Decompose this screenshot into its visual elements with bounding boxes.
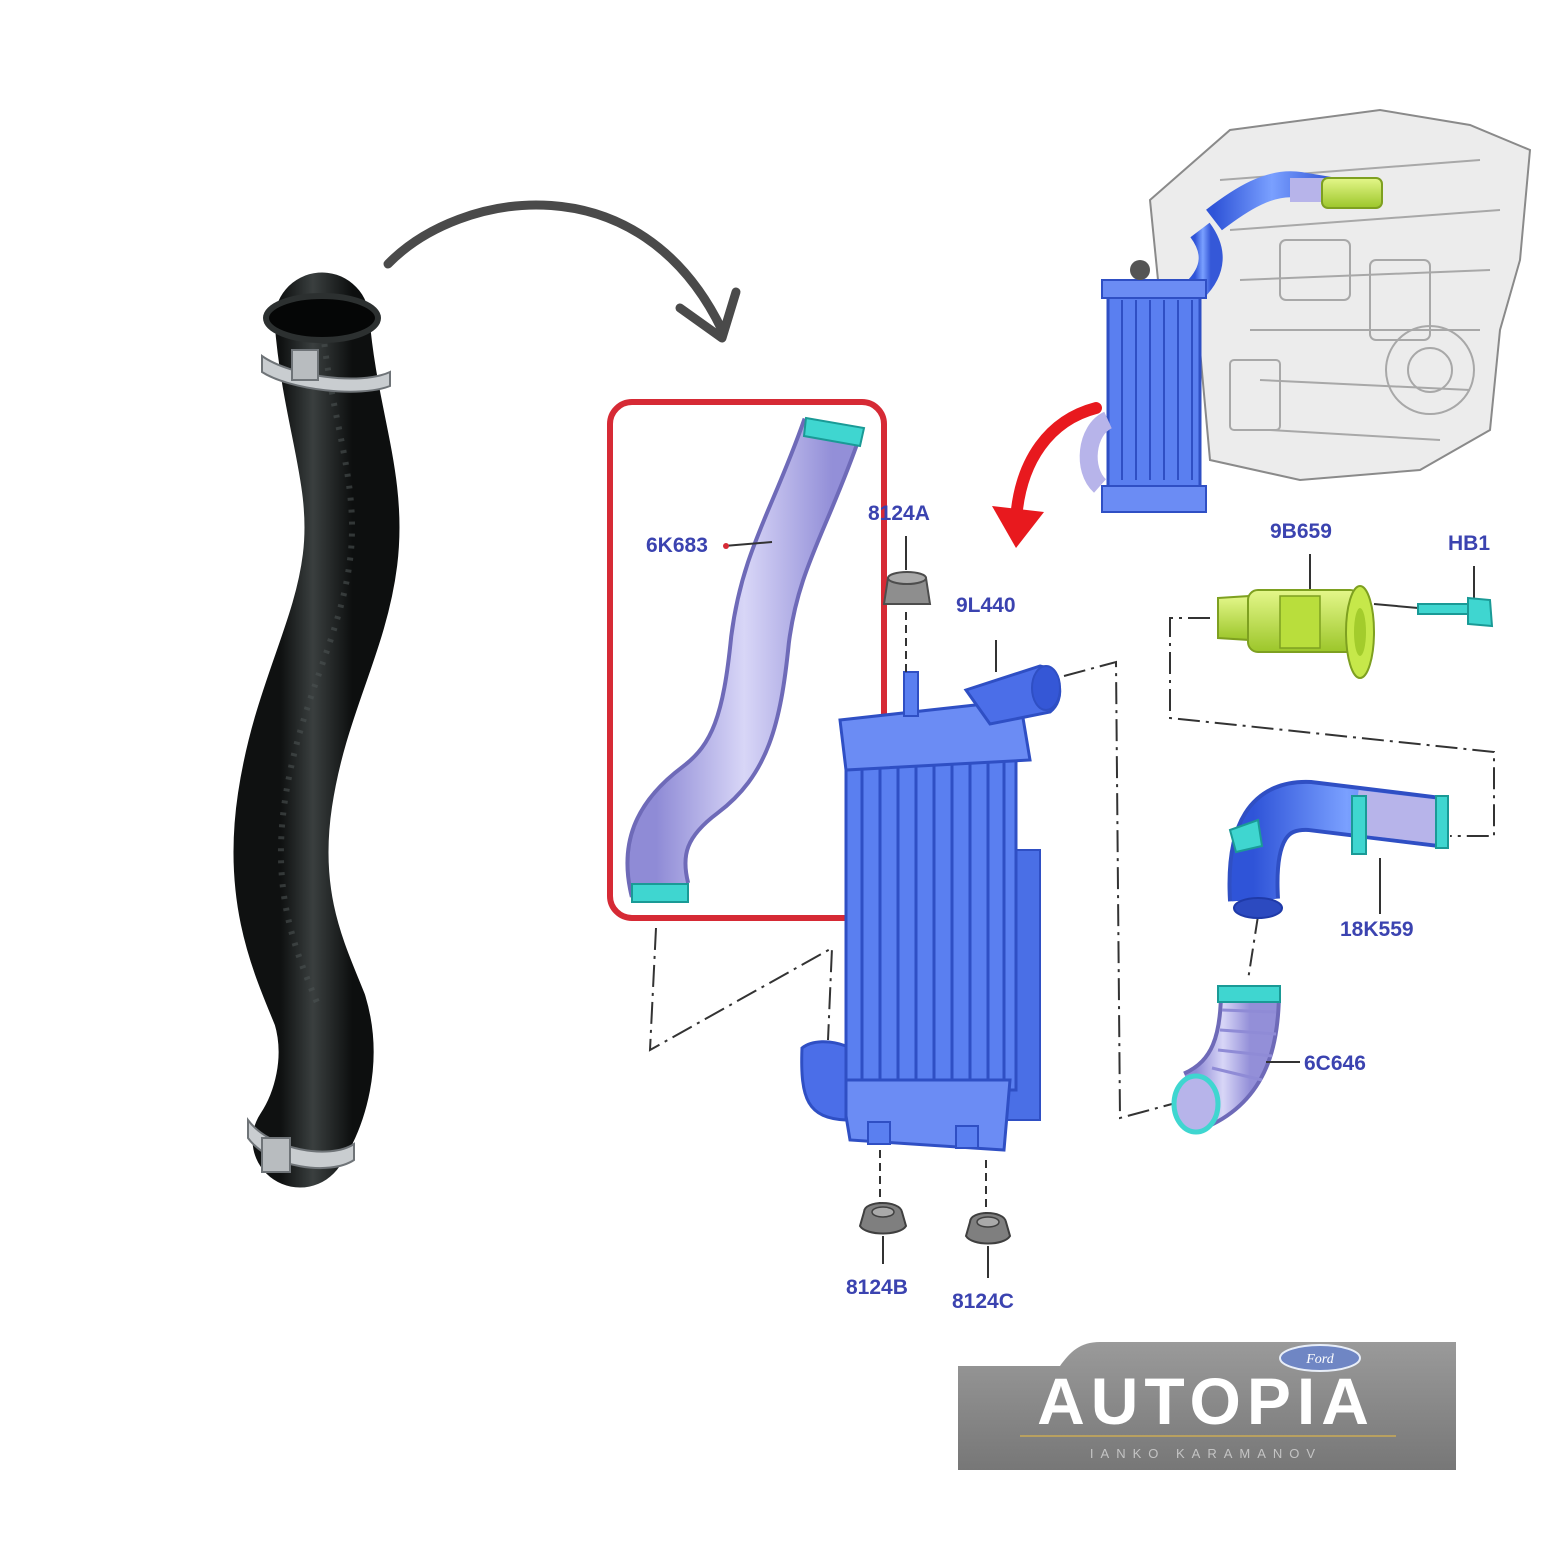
label-hb1: HB1 — [1448, 532, 1490, 555]
connector-line-valve — [1169, 617, 1495, 837]
label-6c646: 6C646 — [1304, 1052, 1366, 1075]
rubber-hose-opening — [263, 293, 381, 343]
label-8124b: 8124B — [846, 1276, 908, 1299]
hose-6k683 — [625, 416, 866, 903]
connector-line — [648, 927, 834, 1052]
ford-oval-icon: Ford — [1279, 1344, 1361, 1372]
valve-9b659 — [1217, 554, 1375, 679]
engine-assembly — [1079, 108, 1532, 513]
label-8124a: 8124A — [868, 502, 930, 525]
logo-subtitle: IANKO KARAMANOV — [1090, 1446, 1322, 1461]
label-9b659: 9B659 — [1270, 520, 1332, 543]
highlight-box — [607, 399, 887, 921]
ford-oval-text: Ford — [1305, 1352, 1334, 1367]
autopia-logo: Ford AUTOPIA IANKO KARAMANOV — [958, 1342, 1456, 1470]
intercooler-9l440 — [800, 664, 1062, 1152]
logo-brand: AUTOPIA — [1037, 1364, 1375, 1438]
connector-line-intercooler — [1063, 660, 1173, 1120]
label-9l440: 9L440 — [956, 594, 1016, 617]
tube-18k559 — [1227, 779, 1449, 919]
rubber-hose-photo — [233, 272, 400, 1188]
rubber-hose-body — [233, 272, 400, 1188]
label-6k683: 6K683 — [646, 534, 708, 557]
grommet-8124b — [858, 1150, 908, 1264]
label-18k559: 18K559 — [1340, 918, 1414, 941]
pointer-arrow-icon — [383, 200, 741, 343]
red-arrow-icon — [992, 402, 1102, 548]
hose-6c646 — [1171, 985, 1300, 1135]
grommet-8124a — [882, 536, 932, 672]
grommet-8124c — [964, 1160, 1012, 1278]
bolt-hb1 — [1373, 566, 1494, 628]
connector-line-tube — [1247, 915, 1259, 981]
label-8124c: 8124C — [952, 1290, 1014, 1313]
